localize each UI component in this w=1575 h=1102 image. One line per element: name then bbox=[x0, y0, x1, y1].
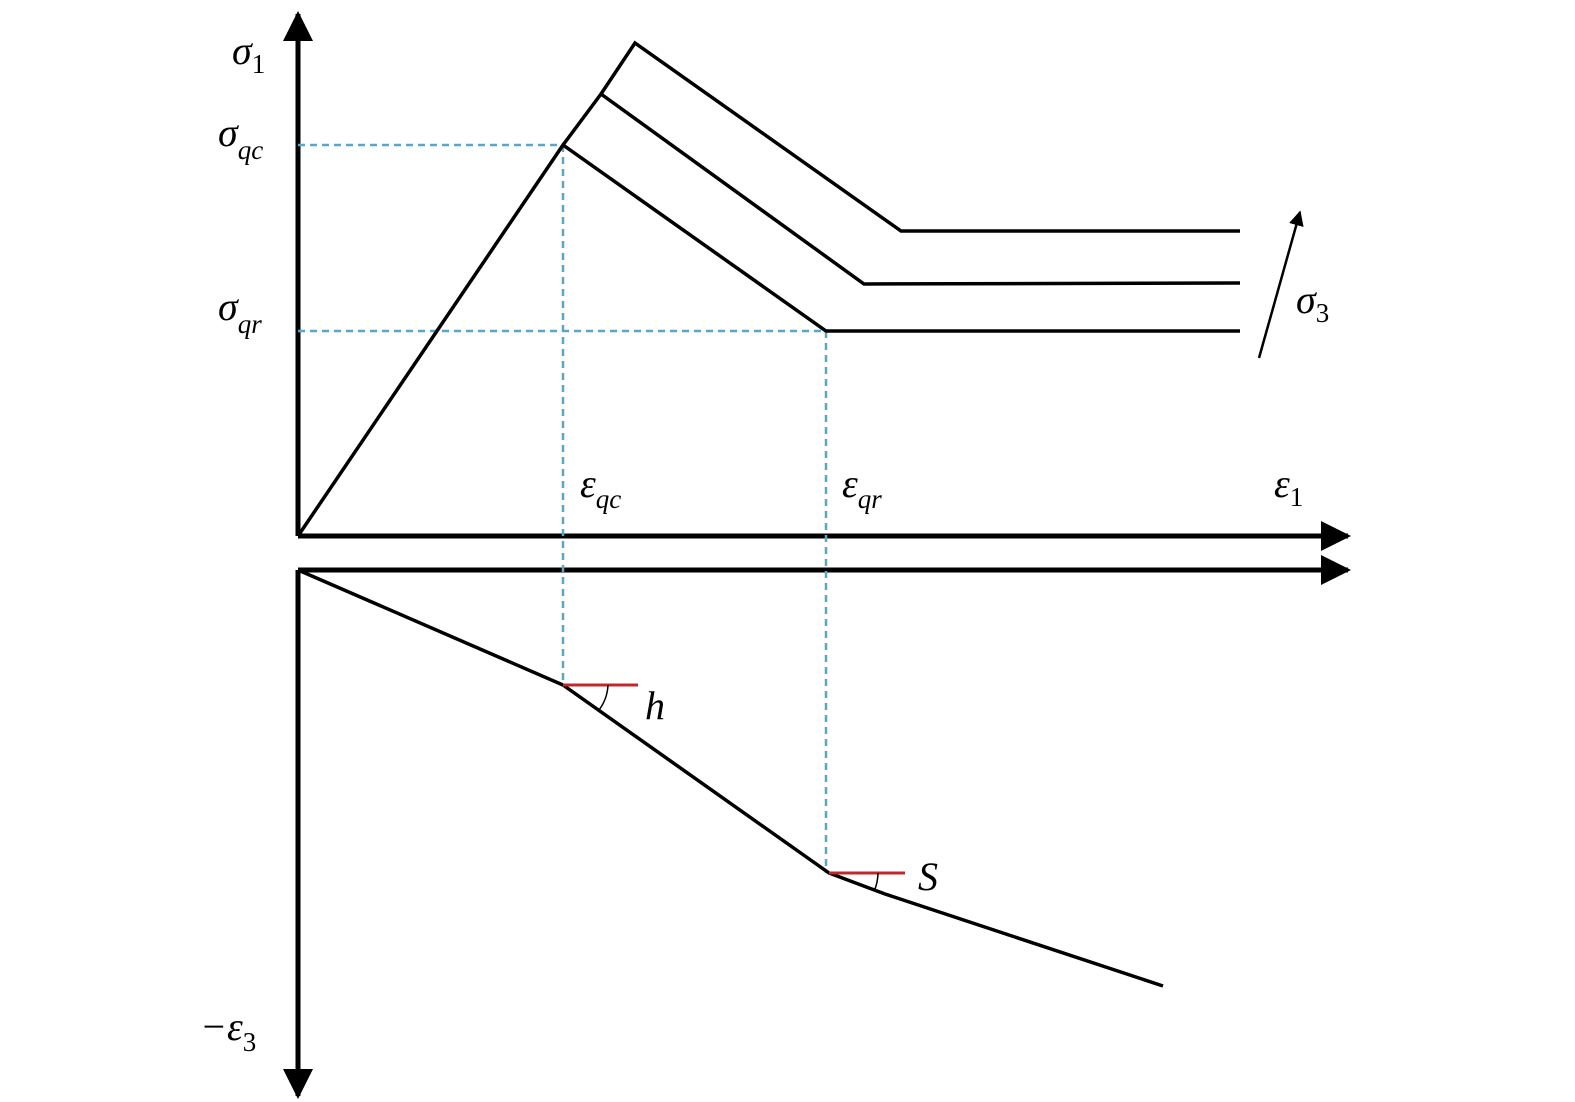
volumetric-strain-curve bbox=[297, 568, 1164, 988]
curve-high-sigma3 bbox=[599, 40, 1240, 233]
angle-h-marker bbox=[563, 683, 638, 711]
s-label: S bbox=[918, 854, 938, 899]
eps-qc-label: εqc bbox=[580, 461, 621, 514]
angle-s-marker bbox=[829, 871, 905, 890]
sigma-qc-label: σqc bbox=[218, 110, 263, 165]
eps1-label: ε1 bbox=[1274, 461, 1303, 512]
curve-low-sigma3 bbox=[296, 142, 1240, 537]
h-label: h bbox=[645, 683, 665, 728]
neg-eps3-label: −ε3 bbox=[200, 1004, 256, 1057]
guide-lines bbox=[298, 143, 828, 873]
stress-strain-curves bbox=[296, 40, 1241, 537]
sigma3-label: σ3 bbox=[1296, 277, 1329, 328]
curve-mid-sigma3 bbox=[561, 91, 1241, 286]
angle-s-arc bbox=[874, 872, 879, 890]
sigma1-label: σ1 bbox=[232, 28, 265, 79]
eps-qr-label: εqr bbox=[842, 461, 882, 514]
sigma-qr-label: σqr bbox=[218, 284, 262, 339]
sigma3-arrow bbox=[1257, 210, 1304, 359]
angle-h-arc bbox=[598, 684, 609, 711]
